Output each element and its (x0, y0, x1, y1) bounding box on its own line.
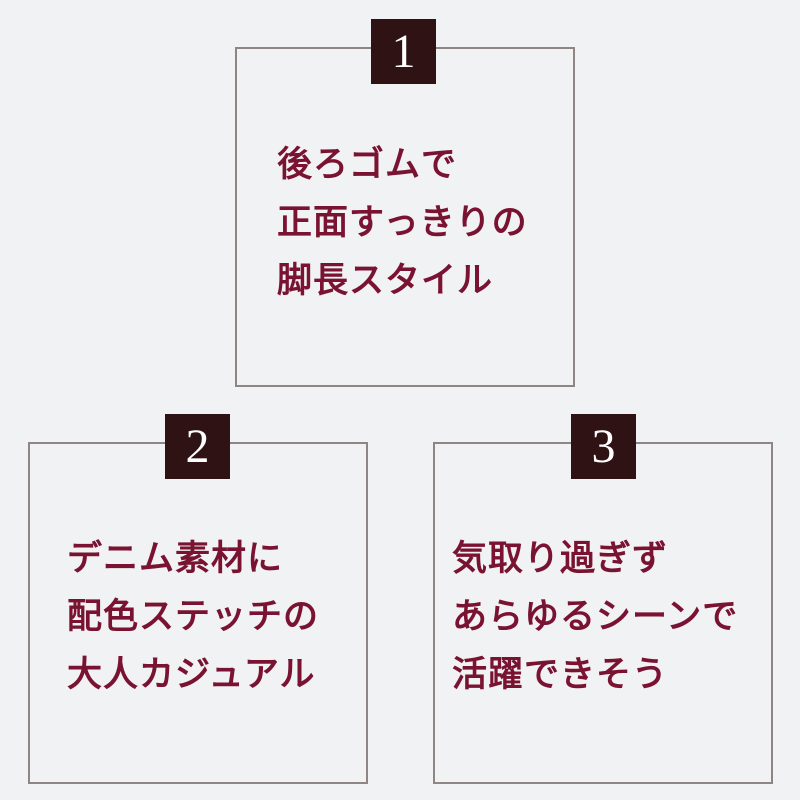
feature-text-line: 脚長スタイル (277, 260, 494, 301)
number-badge-1: 1 (371, 19, 436, 84)
feature-text-1: 後ろゴムで 正面すっきりの 脚長スタイル (277, 136, 528, 310)
feature-text-3: 気取り過ぎず あらゆるシーンで 活躍できそう (452, 530, 738, 704)
number-badge-3: 3 (571, 414, 636, 479)
feature-text-line: 気取り過ぎず (452, 538, 669, 579)
feature-text-line: 配色ステッチの (67, 596, 320, 637)
feature-text-line: デニム素材に (67, 538, 284, 579)
feature-text-line: あらゆるシーンで (452, 596, 739, 637)
feature-text-2: デニム素材に 配色ステッチの 大人カジュアル (67, 530, 319, 704)
feature-text-line: 大人カジュアル (67, 654, 316, 695)
feature-text-line: 正面すっきりの (277, 202, 528, 243)
number-badge-2: 2 (165, 414, 230, 479)
feature-text-line: 後ろゴムで (277, 144, 458, 185)
feature-text-line: 活躍できそう (452, 654, 669, 695)
